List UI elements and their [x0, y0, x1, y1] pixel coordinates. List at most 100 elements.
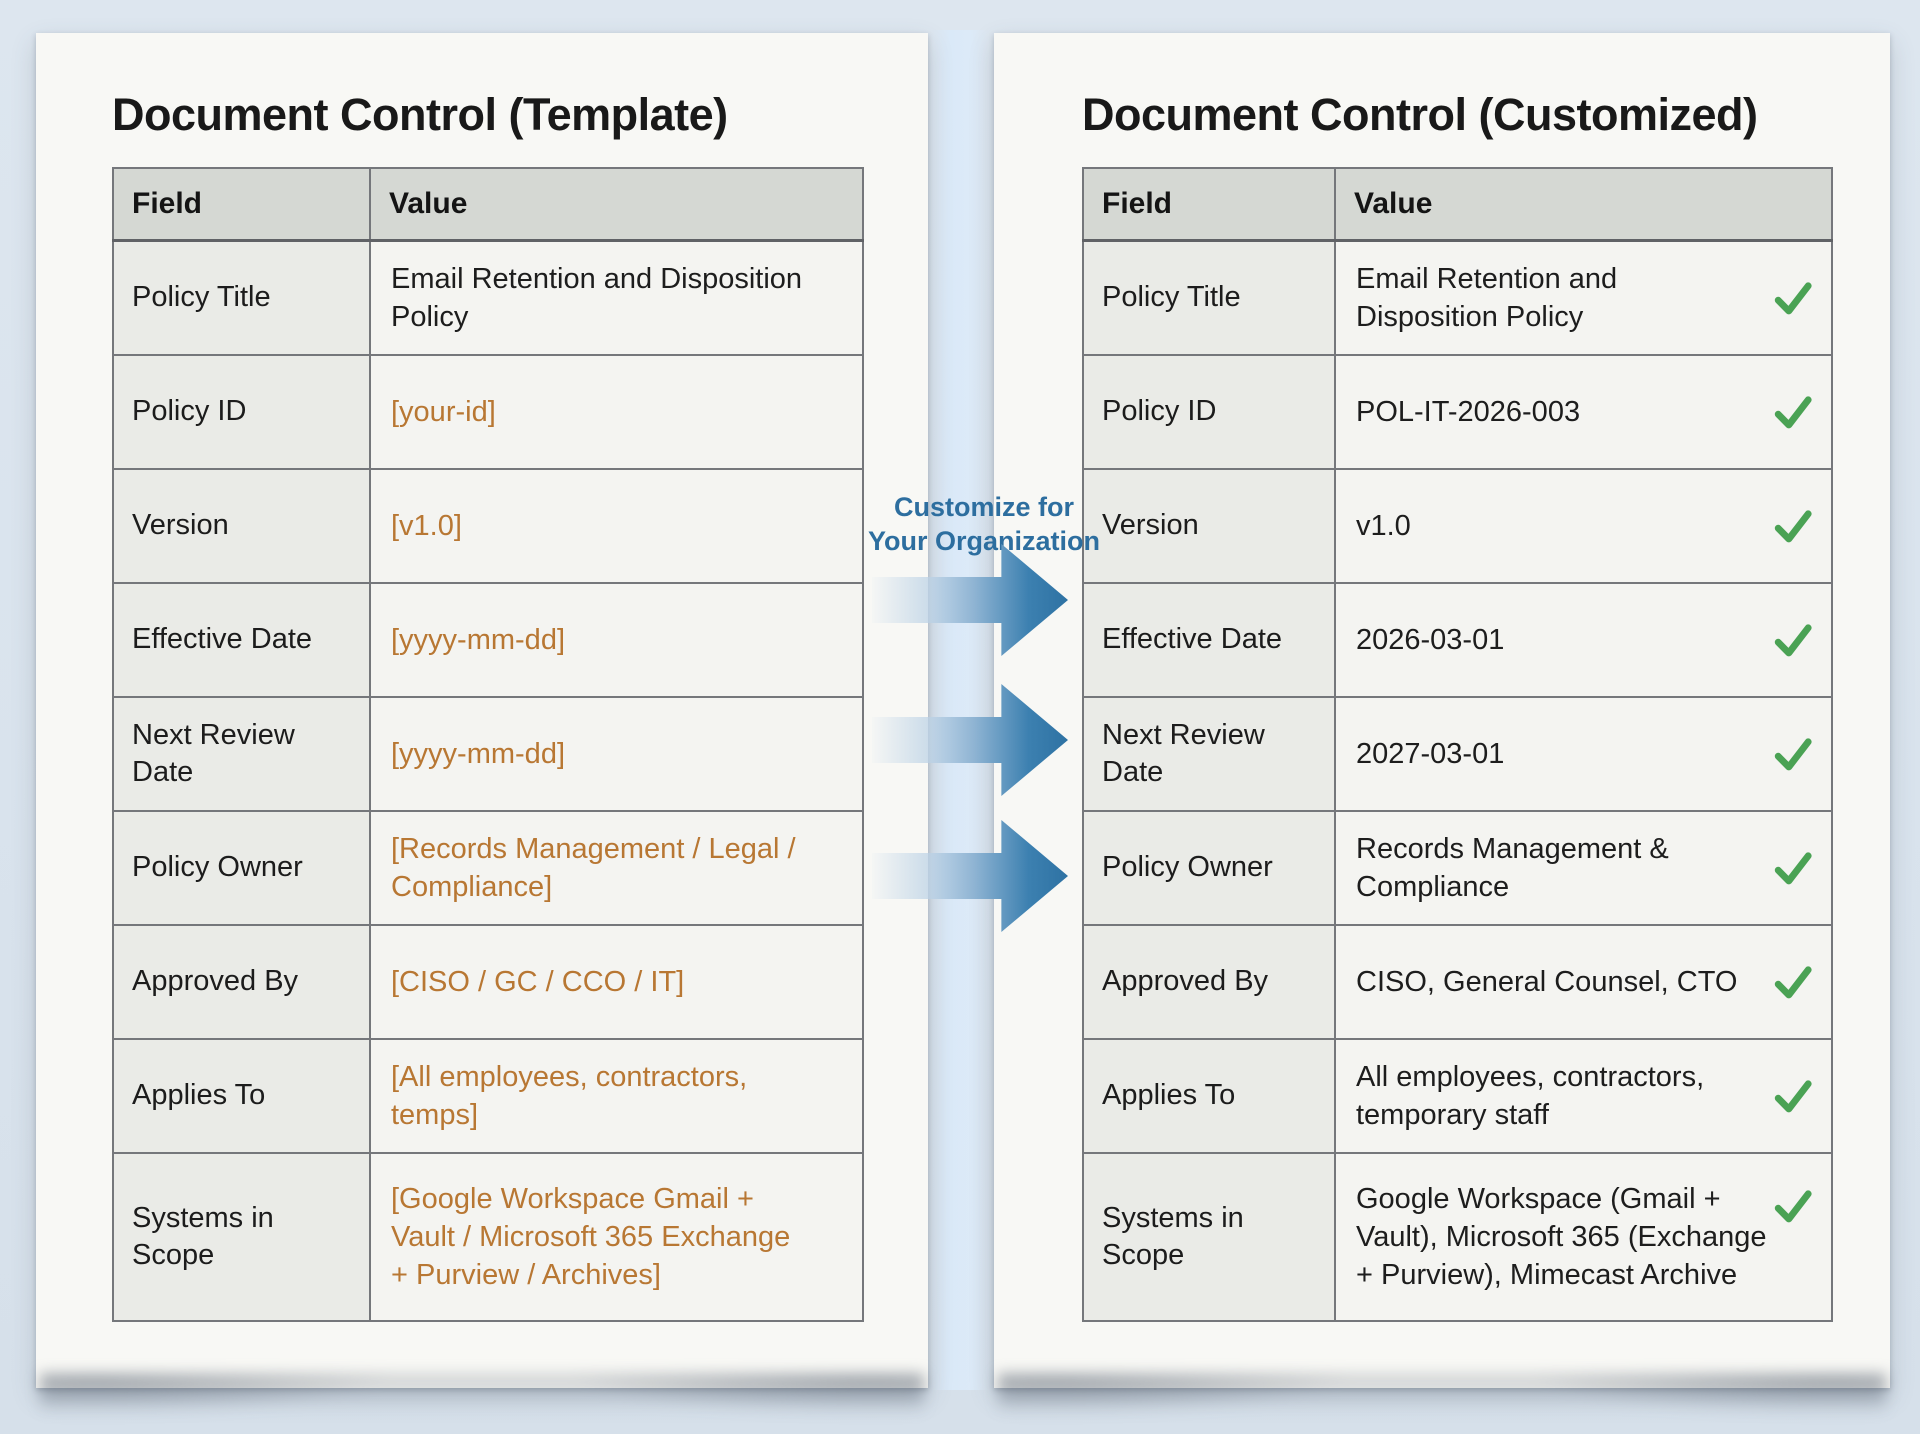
value-wrap: [yyyy-mm-dd] — [371, 615, 862, 665]
field-cell: Policy Title — [1082, 239, 1336, 356]
value-cell: Email Retention and Disposition Policy — [1334, 239, 1833, 356]
field-cell: Policy Title — [112, 239, 371, 356]
check-icon — [1769, 958, 1817, 1006]
value-text: Google Workspace (Gmail + Vault), Micros… — [1356, 1182, 1767, 1291]
value-cell: All employees, contractors, temporary st… — [1334, 1037, 1833, 1154]
value-text: v1.0 — [1356, 509, 1411, 542]
table-row: Policy Title Email Retention and Disposi… — [1082, 239, 1833, 356]
value-text: [All employees, contractors, temps] — [391, 1060, 748, 1131]
table-header-row: Field Value — [1082, 167, 1833, 242]
value-cell: [v1.0] — [369, 467, 864, 584]
table-row: Next Review Date 2027-03-01 — [1082, 695, 1833, 812]
table-row: Policy ID [your-id] — [112, 353, 864, 470]
field-header: Field — [112, 167, 371, 242]
table-row: Systems in Scope [Google Workspace Gmail… — [112, 1151, 864, 1322]
check-icon — [1769, 844, 1817, 892]
value-wrap: [Records Management / Legal / Compliance… — [371, 824, 862, 912]
check-icon — [1769, 1182, 1817, 1230]
field-cell: Approved By — [1082, 923, 1336, 1040]
table-row: Version v1.0 — [1082, 467, 1833, 584]
value-cell: 2026-03-01 — [1334, 581, 1833, 698]
value-cell: 2027-03-01 — [1334, 695, 1833, 812]
value-cell: Google Workspace (Gmail + Vault), Micros… — [1334, 1151, 1833, 1322]
value-header: Value — [369, 167, 864, 242]
value-text: Records Management & Compliance — [1356, 832, 1669, 903]
value-wrap: [your-id] — [371, 387, 862, 437]
value-wrap: POL-IT-2026-003 — [1336, 387, 1831, 437]
table-row: Policy Title Email Retention and Disposi… — [112, 239, 864, 356]
value-wrap: All employees, contractors, temporary st… — [1336, 1052, 1831, 1140]
value-wrap: 2026-03-01 — [1336, 615, 1831, 665]
check-icon — [1769, 616, 1817, 664]
value-text: 2026-03-01 — [1356, 623, 1505, 656]
table-row: Effective Date 2026-03-01 — [1082, 581, 1833, 698]
check-icon — [1769, 730, 1817, 778]
value-text: Email Retention and Disposition Policy — [391, 262, 803, 333]
value-wrap: Records Management & Compliance — [1336, 824, 1831, 912]
value-cell: v1.0 — [1334, 467, 1833, 584]
value-text: CISO, General Counsel, CTO — [1356, 965, 1738, 998]
value-wrap: CISO, General Counsel, CTO — [1336, 957, 1831, 1007]
customized-page: Document Control (Customized) Field Valu… — [994, 33, 1890, 1388]
check-icon — [1769, 1072, 1817, 1120]
value-header: Value — [1334, 167, 1833, 242]
value-text: [your-id] — [391, 395, 496, 428]
value-cell: Records Management & Compliance — [1334, 809, 1833, 926]
value-wrap: Email Retention and Disposition Policy — [371, 254, 862, 342]
table-row: Applies To All employees, contractors, t… — [1082, 1037, 1833, 1154]
field-cell: Effective Date — [112, 581, 371, 698]
value-cell: [Records Management / Legal / Compliance… — [369, 809, 864, 926]
table-row: Next Review Date [yyyy-mm-dd] — [112, 695, 864, 812]
table-row: Systems in Scope Google Workspace (Gmail… — [1082, 1151, 1833, 1322]
value-wrap: [CISO / GC / CCO / IT] — [371, 957, 862, 1007]
template-page-title: Document Control (Template) — [112, 89, 728, 140]
value-text: 2027-03-01 — [1356, 737, 1505, 770]
value-cell: [your-id] — [369, 353, 864, 470]
field-cell: Policy Owner — [112, 809, 371, 926]
value-wrap: [yyyy-mm-dd] — [371, 729, 862, 779]
field-cell: Next Review Date — [1082, 695, 1336, 812]
field-cell: Version — [1082, 467, 1336, 584]
table-row: Approved By [CISO / GC / CCO / IT] — [112, 923, 864, 1040]
gap-ribbon — [930, 30, 990, 1390]
field-cell: Version — [112, 467, 371, 584]
check-icon — [1769, 502, 1817, 550]
field-cell: Applies To — [1082, 1037, 1336, 1154]
table-row: Policy ID POL-IT-2026-003 — [1082, 353, 1833, 470]
check-icon — [1769, 388, 1817, 436]
field-cell: Applies To — [112, 1037, 371, 1154]
value-text: [CISO / GC / CCO / IT] — [391, 965, 685, 998]
value-wrap: Google Workspace (Gmail + Vault), Micros… — [1336, 1174, 1831, 1300]
field-cell: Approved By — [112, 923, 371, 1040]
customize-label: Customize for Your Organization — [834, 490, 1134, 558]
value-cell: [yyyy-mm-dd] — [369, 695, 864, 812]
template-page: Document Control (Template) Field Value … — [36, 33, 928, 1388]
field-header: Field — [1082, 167, 1336, 242]
customized-table: Field Value Policy Title Email Retention… — [1082, 167, 1833, 1322]
table-row: Policy Owner Records Management & Compli… — [1082, 809, 1833, 926]
table-row: Version [v1.0] — [112, 467, 864, 584]
table-row: Effective Date [yyyy-mm-dd] — [112, 581, 864, 698]
field-cell: Next Review Date — [112, 695, 371, 812]
field-cell: Systems in Scope — [112, 1151, 371, 1322]
customized-page-title: Document Control (Customized) — [1082, 89, 1758, 140]
field-cell: Policy Owner — [1082, 809, 1336, 926]
field-cell: Effective Date — [1082, 581, 1336, 698]
value-cell: POL-IT-2026-003 — [1334, 353, 1833, 470]
value-cell: [CISO / GC / CCO / IT] — [369, 923, 864, 1040]
value-wrap: 2027-03-01 — [1336, 729, 1831, 779]
value-text: [Google Workspace Gmail + Vault / Micros… — [391, 1182, 791, 1291]
table-row: Applies To [All employees, contractors, … — [112, 1037, 864, 1154]
check-icon — [1769, 274, 1817, 322]
value-text: [yyyy-mm-dd] — [391, 623, 565, 656]
value-text: [yyyy-mm-dd] — [391, 737, 565, 770]
value-wrap: v1.0 — [1336, 501, 1831, 551]
value-text: [Records Management / Legal / Compliance… — [391, 832, 796, 903]
value-wrap: [Google Workspace Gmail + Vault / Micros… — [371, 1174, 862, 1300]
template-table: Field Value Policy Title Email Retention… — [112, 167, 864, 1322]
field-cell: Policy ID — [112, 353, 371, 470]
value-text: POL-IT-2026-003 — [1356, 395, 1581, 428]
table-row: Policy Owner [Records Management / Legal… — [112, 809, 864, 926]
table-row: Approved By CISO, General Counsel, CTO — [1082, 923, 1833, 1040]
